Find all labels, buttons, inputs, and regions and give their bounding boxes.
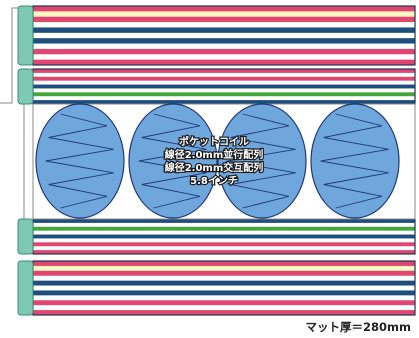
top-pad-layer-edge-tab [17,5,34,66]
top-pad-layer-stripe [33,38,415,44]
lower-comfort-layer-stripe [33,226,415,231]
bottom-pad-layer-stripe [33,265,415,272]
bottom-pad-layer-stripe [33,295,415,301]
pocket-coil-3 [217,103,307,219]
upper-comfort-layer-stripe [33,88,415,93]
left-bracket-line-upper [0,7,18,104]
coil-spring-4 [320,113,389,209]
lower-comfort-layer-stripe [33,222,415,228]
lower-comfort-layer-stripe [33,234,415,239]
upper-comfort-layer-stripe [33,80,415,85]
coil-spring-2 [138,113,207,209]
coil-label-line-3: 線径2.0mm交互配列 [164,162,265,175]
top-pad-layer-stripe [33,32,415,39]
bottom-pad-layer-stripe [33,300,415,306]
top-pad-layer-stripe [33,48,415,55]
coil-label-line-2: 線径2.0mm並行配列 [164,149,265,162]
coil-label-line-1: ポケットコイル [178,136,250,149]
pocket-coil-1 [35,103,125,219]
lower-comfort-layer-edge-tab [17,218,34,255]
top-pad-layer-stripe [33,16,415,23]
mattress-thickness-label: マット厚＝280mm [305,320,411,334]
bottom-pad-layer-stripe [33,261,415,267]
bottom-pad-layer-stripe [33,310,415,316]
bottom-pad-layer-stripe [33,270,415,277]
upper-comfort-layer-edge-tab [17,68,34,105]
upper-comfort-layer-stripe [33,76,415,81]
coil-spring-1 [45,113,114,209]
pocket-coil-2 [128,103,218,219]
lower-comfort-layer-stripe [33,250,415,255]
upper-comfort-layer-stripe [33,92,415,97]
bottom-pad-layer-stripe [33,280,415,286]
upper-comfort-layer-stripe [33,84,415,89]
top-pad-layer-stripe [33,59,415,66]
upper-comfort-layer-stripe [33,96,415,101]
top-pad-layer-stripe [33,27,415,34]
coil-label-line-4: 5.8インチ [189,175,239,188]
lower-comfort-layer-stripe [33,238,415,243]
bottom-pad-layer-stripe [33,290,415,296]
lower-comfort-layer-stripe [33,246,415,251]
top-pad-layer-stripe [33,22,415,28]
upper-comfort-layer-stripe [33,69,415,74]
pocket-coil-4 [310,103,400,219]
lower-comfort-layer-stripe [33,219,415,224]
upper-comfort-layer-stripe [33,100,415,105]
upper-comfort-layer-stripe [33,72,415,78]
top-pad-layer-stripe [33,54,415,60]
lower-comfort-layer-stripe [33,230,415,235]
top-pad-layer-stripe [33,11,415,18]
bottom-pad-layer-stripe [33,305,415,311]
pocket-coil-label: ポケットコイル 線径2.0mm並行配列 線径2.0mm交互配列 5.8インチ [144,136,284,188]
bottom-pad-layer-stripe [33,275,415,281]
coil-spring-3 [227,113,296,209]
bottom-pad-layer-stripe [33,285,415,291]
top-pad-layer-stripe [33,43,415,50]
lower-comfort-layer-stripe [33,242,415,247]
bottom-pad-layer-edge-tab [17,260,34,316]
top-pad-layer-stripe [33,6,415,12]
